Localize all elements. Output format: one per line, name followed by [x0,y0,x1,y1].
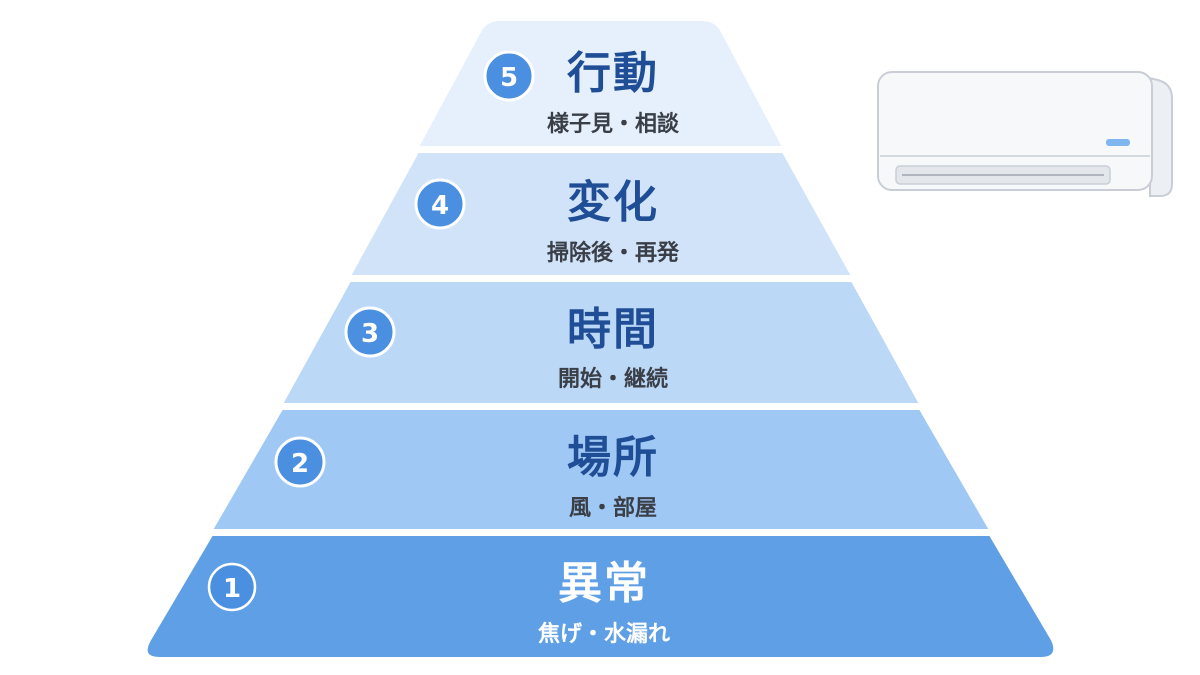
pyramid-band-1 [145,534,1056,659]
ac-indicator-light [1106,139,1130,146]
level-number-1: 1 [223,574,241,604]
level-subtitle-1: 焦げ・水漏れ [537,621,670,647]
level-number-2: 2 [291,449,309,479]
pyramid-level-2: 2 場所 風・部屋 [210,408,992,531]
level-badge-4: 4 [414,178,466,230]
ac-body [877,71,1153,191]
pyramid-level-4: 4 変化 掃除後・再発 [348,151,854,277]
pyramid-level-1: 1 異常 焦げ・水漏れ [145,534,1056,659]
level-subtitle-3: 開始・継続 [558,366,668,392]
level-number-4: 4 [431,191,449,221]
level-subtitle-4: 掃除後・再発 [547,240,680,266]
level-badge-3-circle [344,306,396,358]
level-title-5: 行動 [567,48,659,99]
level-badge-3: 3 [344,306,396,358]
level-number-5: 5 [500,63,518,93]
level-badge-1: 1 [207,562,257,612]
ac-side-panel [1137,74,1173,197]
pyramid-band-4 [348,151,854,277]
pyramid-band-2 [210,408,992,531]
level-badge-5: 5 [483,50,535,102]
level-number-3: 3 [361,319,379,349]
level-title-1: 異常 [558,558,650,609]
level-subtitle-2: 風・部屋 [569,495,657,521]
air-conditioner-icon [877,71,1173,197]
pyramid-level-5: 5 行動 様子見・相談 [416,19,785,148]
level-badge-4-circle [414,178,466,230]
level-title-2: 場所 [567,432,659,483]
level-subtitle-5: 様子見・相談 [547,111,680,137]
level-title-4: 変化 [567,177,659,228]
level-badge-1-circle [207,562,257,612]
level-badge-2-circle [274,436,326,488]
pyramid-level-3: 3 時間 開始・継続 [280,280,922,405]
level-badge-5-circle [483,50,535,102]
level-badge-2: 2 [274,436,326,488]
pyramid-band-3 [280,280,922,405]
level-title-3: 時間 [567,304,659,355]
